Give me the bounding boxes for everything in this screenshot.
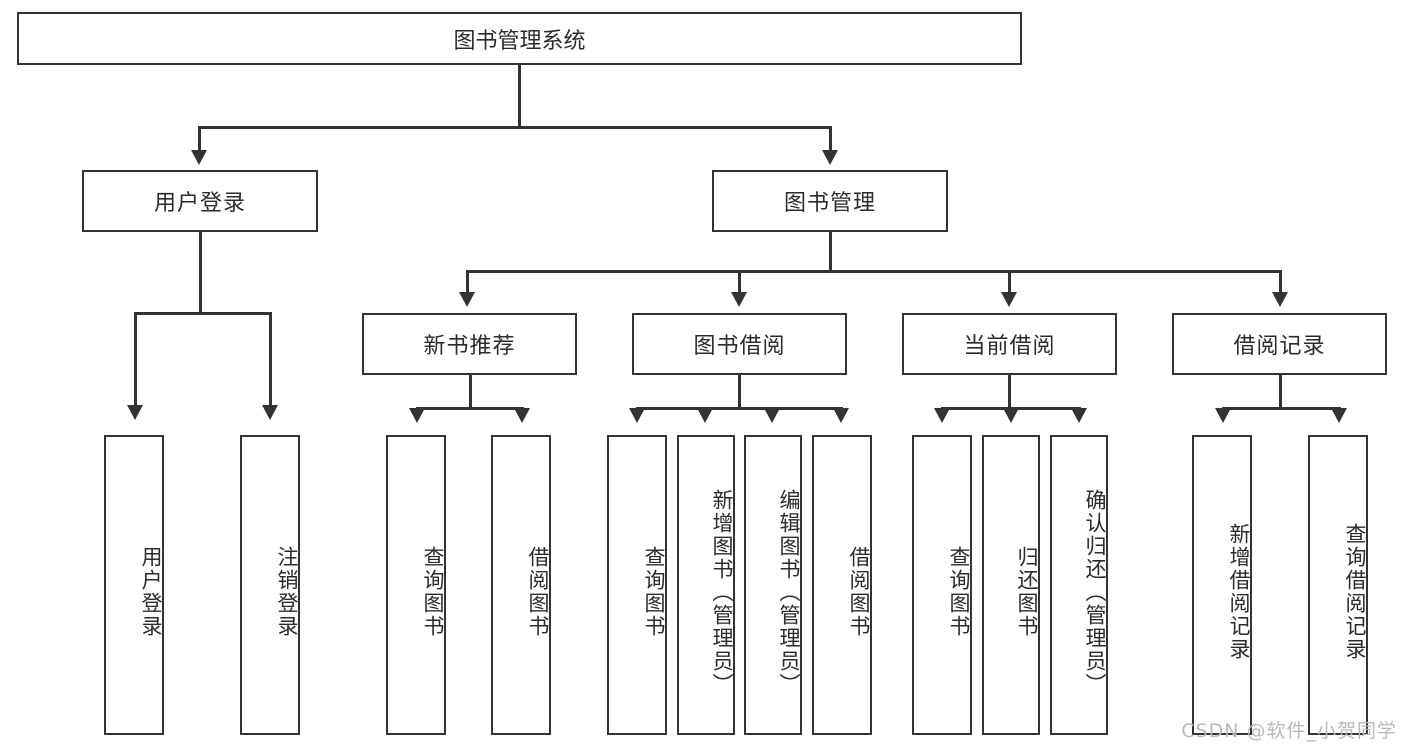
node-label: 借阅图书	[847, 546, 871, 638]
leaf-bb-add-book-admin[interactable]: 新增图书（管理员）	[677, 435, 735, 735]
node-label: 归还图书	[1015, 546, 1039, 638]
node-label: 借阅图书	[526, 546, 550, 638]
connector-bb-split-bar	[636, 407, 842, 410]
arrow-user-login-leaf-1	[127, 405, 143, 420]
leaf-nbr-query-book[interactable]: 查询图书	[386, 435, 446, 735]
arrow-br-leaf-2	[1331, 408, 1347, 423]
arrow-user-login-leaf-2	[262, 405, 278, 420]
leaf-br-add-record[interactable]: 新增借阅记录	[1192, 435, 1252, 735]
connector-user-login-branch-2	[269, 312, 272, 407]
arrow-bm-to-new-book-recommend	[459, 292, 475, 307]
connector-root-stem	[518, 65, 521, 128]
connector-nbr-split-bar	[416, 407, 524, 410]
arrow-root-to-book-management	[822, 150, 838, 165]
connector-user-login-split-bar	[134, 312, 271, 315]
connector-bm-branch-1	[466, 270, 469, 295]
node-label: 用户登录	[153, 191, 246, 216]
connector-bm-branch-4	[1279, 270, 1282, 295]
node-book-management[interactable]: 图书管理	[712, 170, 948, 232]
arrow-bb-leaf-1	[629, 408, 645, 423]
connector-bm-branch-3	[1008, 270, 1011, 295]
node-label: 查询借阅记录	[1343, 523, 1367, 661]
arrow-nbr-leaf-1	[409, 408, 425, 423]
node-label: 查询图书	[947, 546, 971, 638]
node-label: 图书借阅	[693, 334, 786, 359]
arrow-bb-leaf-3	[764, 408, 780, 423]
connector-cb-stem	[1008, 375, 1011, 409]
node-label: 注销登录	[275, 546, 299, 638]
connector-user-login-branch-1	[134, 312, 137, 407]
leaf-nbr-borrow-book[interactable]: 借阅图书	[491, 435, 551, 735]
connector-user-login-stem	[199, 232, 202, 314]
arrow-bm-to-book-borrow	[731, 292, 747, 307]
node-label: 新书推荐	[423, 334, 516, 359]
leaf-bb-query-book[interactable]: 查询图书	[607, 435, 667, 735]
connector-root-to-user-login	[198, 126, 201, 152]
leaf-cb-return-book[interactable]: 归还图书	[982, 435, 1040, 735]
node-label: 编辑图书（管理员）	[777, 488, 801, 696]
node-label: 用户登录	[139, 546, 163, 638]
arrow-bm-to-current-borrow	[1001, 292, 1017, 307]
node-label: 图书管理	[783, 191, 876, 216]
node-label: 当前借阅	[963, 334, 1056, 359]
node-label: 新增图书（管理员）	[710, 488, 734, 696]
connector-nbr-stem	[469, 375, 472, 409]
node-label: 查询图书	[642, 546, 666, 638]
node-new-book-recommend[interactable]: 新书推荐	[362, 313, 577, 375]
leaf-bb-borrow-book[interactable]: 借阅图书	[812, 435, 872, 735]
node-current-borrow[interactable]: 当前借阅	[902, 313, 1117, 375]
node-label: 图书管理系统	[453, 28, 586, 54]
arrow-root-to-user-login	[191, 150, 207, 165]
leaf-cb-confirm-return-admin[interactable]: 确认归还（管理员）	[1050, 435, 1108, 735]
connector-bb-stem	[738, 375, 741, 409]
arrow-cb-leaf-2	[1003, 408, 1019, 423]
node-label: 查询图书	[421, 546, 445, 638]
connector-br-split-bar	[1222, 407, 1340, 410]
connector-book-management-split-bar	[466, 270, 1280, 273]
leaf-br-query-record[interactable]: 查询借阅记录	[1308, 435, 1368, 735]
connector-root-to-book-management	[829, 126, 832, 152]
arrow-bm-to-borrow-record	[1272, 292, 1288, 307]
node-user-login[interactable]: 用户登录	[82, 170, 318, 232]
connector-book-management-stem	[829, 232, 832, 272]
arrow-cb-leaf-3	[1071, 408, 1087, 423]
node-root-book-management-system[interactable]: 图书管理系统	[17, 12, 1022, 65]
leaf-user-login-login[interactable]: 用户登录	[104, 435, 164, 735]
connector-br-stem	[1279, 375, 1282, 409]
arrow-cb-leaf-1	[934, 408, 950, 423]
leaf-bb-edit-book-admin[interactable]: 编辑图书（管理员）	[744, 435, 802, 735]
node-book-borrow[interactable]: 图书借阅	[632, 313, 847, 375]
node-label: 新增借阅记录	[1227, 523, 1251, 661]
connector-bm-branch-2	[738, 270, 741, 295]
leaf-user-login-logout[interactable]: 注销登录	[240, 435, 300, 735]
arrow-br-leaf-1	[1215, 408, 1231, 423]
node-borrow-record[interactable]: 借阅记录	[1172, 313, 1387, 375]
csdn-watermark: CSDN @软件_小贺同学	[1181, 720, 1397, 742]
node-label: 借阅记录	[1233, 334, 1326, 359]
connector-root-split-bar	[198, 126, 831, 129]
arrow-nbr-leaf-2	[514, 408, 530, 423]
arrow-bb-leaf-4	[833, 408, 849, 423]
node-label: 确认归还（管理员）	[1083, 488, 1107, 696]
leaf-cb-query-book[interactable]: 查询图书	[912, 435, 972, 735]
arrow-bb-leaf-2	[697, 408, 713, 423]
